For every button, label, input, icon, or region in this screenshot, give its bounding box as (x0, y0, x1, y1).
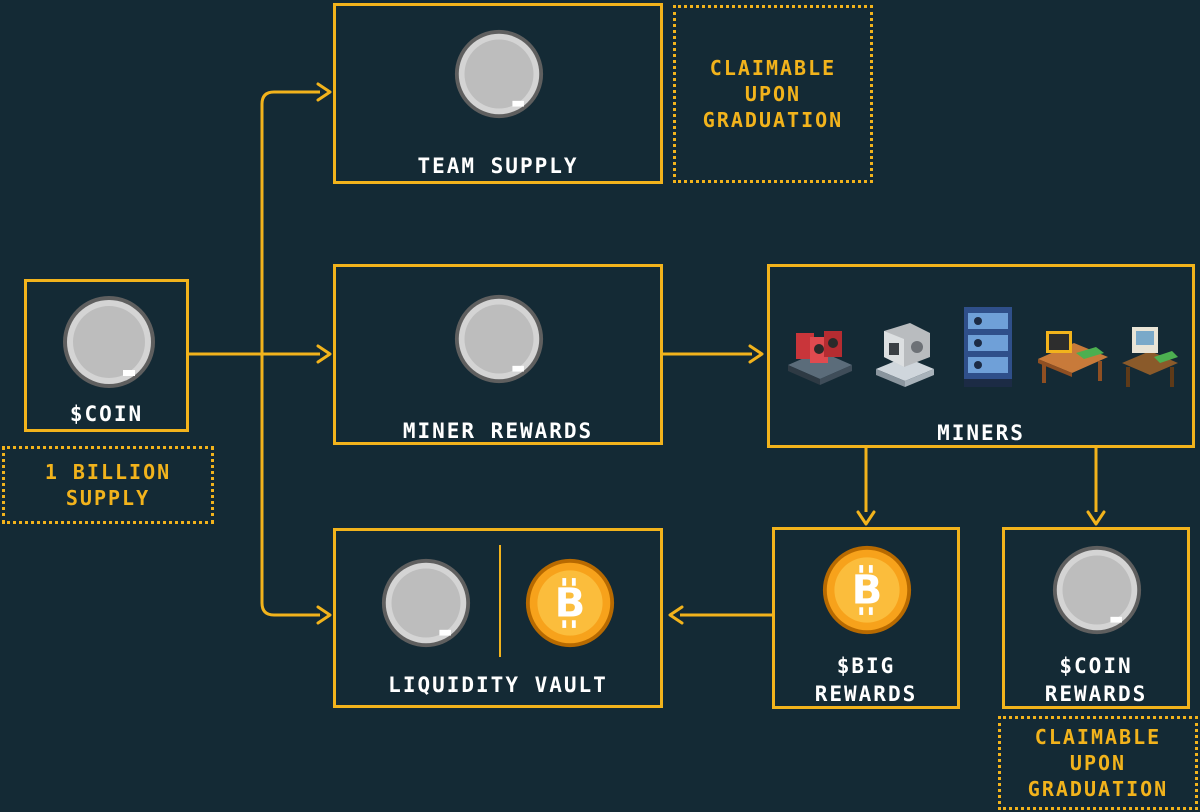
coin-node-label: $COIN (69, 402, 144, 426)
svg-text:B: B (852, 567, 883, 613)
coin-rewards-node: $COIN REWARDS (1002, 527, 1190, 709)
bitcoin-coin-icon: B (525, 558, 615, 648)
team-supply-label: TEAM SUPPLY (417, 154, 579, 178)
silver-coin-icon (381, 558, 471, 648)
miners-label: MINERS (937, 421, 1025, 445)
supply-note: 1 BILLION SUPPLY (2, 446, 214, 524)
liquidity-vault-label: LIQUIDITY VAULT (388, 673, 608, 697)
arrowhead-coin-rewards (1086, 510, 1106, 526)
arrowhead-vault-from-big (668, 605, 684, 625)
big-rewards-node: B $BIG REWARDS (772, 527, 960, 709)
server-rack-icon (964, 307, 1012, 387)
miner-rewards-node: MINER REWARDS (333, 264, 663, 445)
arrowhead-big-rewards (856, 510, 876, 526)
miner-rewards-label: MINER REWARDS (402, 419, 594, 443)
vault-divider (499, 545, 501, 657)
desk-computer-icon (1038, 331, 1108, 383)
silver-coin-icon (1052, 545, 1142, 635)
bitcoin-coin-icon: B (822, 545, 912, 635)
team-supply-node: TEAM SUPPLY (333, 3, 663, 184)
silver-coin-icon (454, 29, 544, 119)
silver-coin-icon (454, 294, 544, 384)
svg-text:B: B (555, 580, 586, 626)
connector-to-liquidity-vault (260, 354, 320, 617)
gpu-rig-icon (788, 331, 852, 385)
arrowhead-miners (748, 344, 764, 364)
team-claim-note: CLAIMABLE UPON GRADUATION (673, 5, 873, 183)
arrowhead-miner-rewards (316, 344, 332, 364)
silver-coin-icon (63, 296, 155, 388)
liquidity-vault-node: B LIQUIDITY VAULT (333, 528, 663, 708)
coin-node: $COIN (24, 279, 189, 432)
arrowhead-liquidity-vault (316, 605, 332, 625)
connector-to-team-supply (260, 90, 320, 354)
arrowhead-team-supply (316, 82, 332, 102)
retro-computer-icon (1122, 327, 1178, 387)
coin-rewards-label: $COIN REWARDS (1044, 654, 1148, 706)
miners-node: MINERS (767, 264, 1195, 448)
big-rewards-label: $BIG REWARDS (814, 654, 918, 706)
server-box-icon (876, 323, 934, 387)
rewards-claim-note: CLAIMABLE UPON GRADUATION (998, 716, 1198, 810)
